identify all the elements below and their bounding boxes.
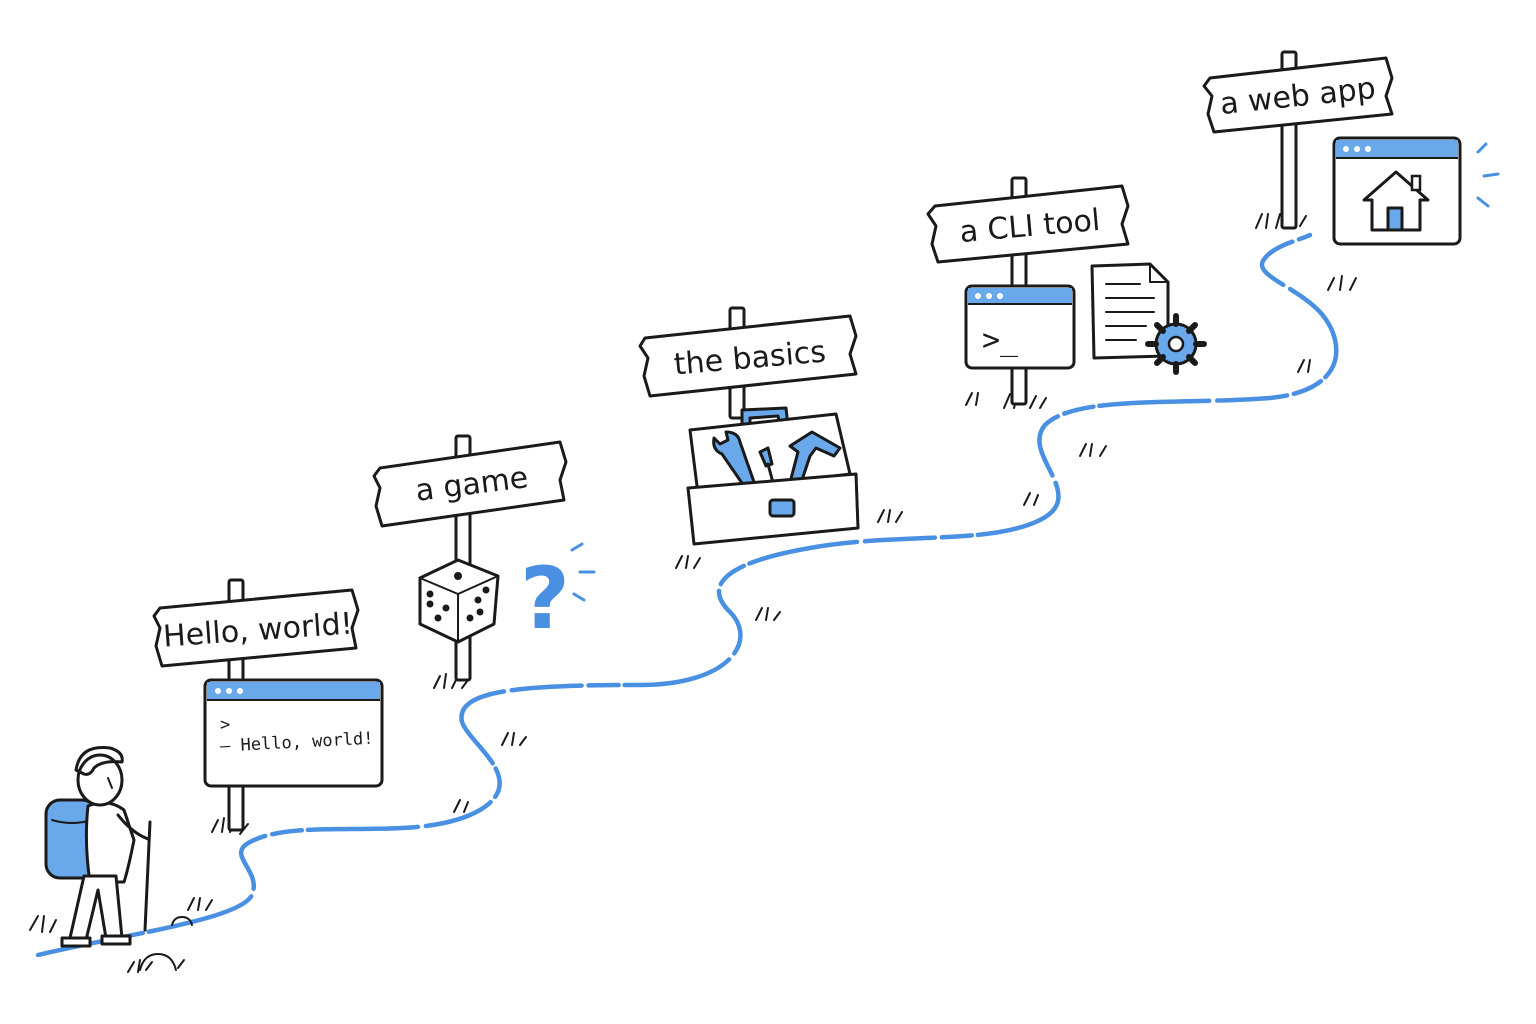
sign-board (926, 184, 1130, 264)
sign-board (372, 440, 568, 528)
question-mark-icon: ? (520, 549, 570, 649)
sign-board (638, 314, 858, 398)
milestone-game: a game ? (372, 434, 596, 682)
milestone-hello-world: Hello, world! > – Hello, world! (152, 578, 384, 832)
terminal-window-icon: > – Hello, world! (203, 678, 384, 788)
toolbox-icon (686, 406, 860, 546)
gear-icon (1145, 313, 1207, 375)
hiker (44, 745, 152, 948)
pebble (171, 916, 193, 926)
milestone-basics: the basics (638, 306, 860, 546)
config-document-icon (1090, 262, 1170, 360)
cli-window-icon: >_ (964, 284, 1076, 370)
grass-tufts (29, 213, 1357, 973)
trail-path (35, 232, 1339, 958)
sign-board (152, 588, 360, 668)
milestone-web-app: a web app (1202, 50, 1500, 246)
sparkle-lines (1476, 142, 1500, 208)
browser-home-icon (1332, 136, 1462, 246)
sign-board (1202, 56, 1394, 134)
milestone-cli-tool: a CLI tool >_ (926, 176, 1207, 406)
dice-icon (418, 558, 500, 644)
terminal-prompt: > (220, 715, 230, 735)
cli-prompt: >_ (982, 323, 1019, 358)
sparkle-lines (570, 542, 596, 602)
pebble (139, 953, 177, 971)
